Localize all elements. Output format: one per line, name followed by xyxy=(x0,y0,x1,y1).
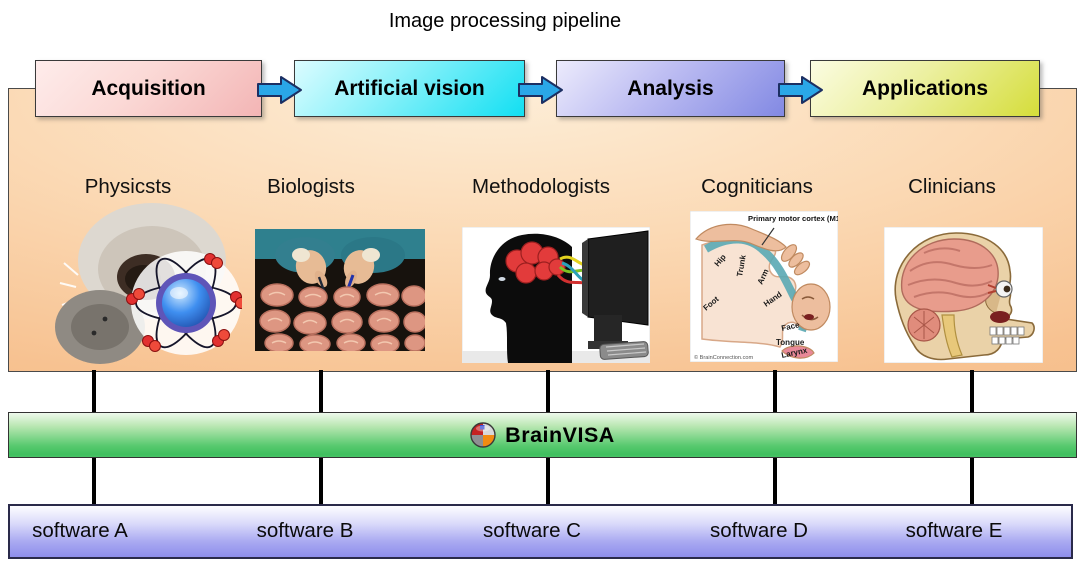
limbs xyxy=(694,223,831,359)
brain xyxy=(505,241,566,284)
profession-label-methodologists: Methodologists xyxy=(472,175,610,198)
stage-applications: Applications xyxy=(810,60,1040,117)
stage-analysis: Analysis xyxy=(556,60,785,117)
mouth-cavity xyxy=(990,311,1010,323)
face-features xyxy=(801,296,819,321)
connector-tick xyxy=(92,458,96,505)
flow-arrow-icon xyxy=(518,76,563,104)
eye xyxy=(498,277,506,281)
head-anatomy-image xyxy=(884,227,1043,363)
brainstem xyxy=(941,314,963,358)
brainvisa-label: BrainVISA xyxy=(505,422,615,447)
connector-tick xyxy=(92,370,96,413)
image-credit: © BrainConnection.com xyxy=(694,354,753,361)
connector-tick xyxy=(546,458,550,505)
stage-analysis-label: Analysis xyxy=(627,76,714,100)
stage-artificial-vision: Artificial vision xyxy=(294,60,525,117)
scanner-disk xyxy=(55,290,145,364)
head-computer-image xyxy=(462,227,650,363)
diagram-title: Image processing pipeline xyxy=(388,10,622,32)
stage-artificial-vision-label: Artificial vision xyxy=(334,76,485,100)
software-a-label: software A xyxy=(32,518,128,542)
profession-label-clinicians: Clinicians xyxy=(908,175,996,198)
brain-dissection-image xyxy=(255,229,425,351)
connector-tick xyxy=(773,370,777,413)
teeth xyxy=(989,326,1025,345)
region-trunk: Trunk xyxy=(735,254,748,278)
region-face: Face xyxy=(781,320,801,333)
region-tongue: Tongue xyxy=(776,338,805,347)
stage-acquisition: Acquisition xyxy=(35,60,262,117)
connector-tick xyxy=(773,458,777,505)
brainvisa-bar: BrainVISA xyxy=(8,412,1077,458)
profession-label-cogniticians: Cogniticians xyxy=(701,175,813,198)
brain xyxy=(900,238,999,358)
homunculus-caption: Primary motor cortex (M1) xyxy=(748,214,838,223)
stage-acquisition-label: Acquisition xyxy=(91,76,206,100)
profession-label-biologists: Biologists xyxy=(267,175,355,198)
connector-tick xyxy=(970,370,974,413)
connector-tick xyxy=(319,370,323,413)
monitor xyxy=(582,230,649,349)
connector-tick xyxy=(319,458,323,505)
slice-texture xyxy=(267,291,393,345)
atom-icon xyxy=(126,251,242,355)
software-c-label: software C xyxy=(483,518,581,542)
atom-model-image xyxy=(55,203,242,364)
brainvisa-logo-icon xyxy=(470,422,496,448)
electrons xyxy=(126,253,242,352)
connector-tick xyxy=(546,370,550,413)
brain-slices xyxy=(259,283,425,351)
eye xyxy=(987,280,1013,298)
flow-arrow-icon xyxy=(257,76,302,104)
profession-label-physicists: Physicsts xyxy=(84,175,172,198)
connector-tick xyxy=(970,458,974,505)
stage-applications-label: Applications xyxy=(861,76,988,100)
flow-arrow-icon xyxy=(778,76,823,104)
motor-homunculus-image: Primary motor cortex (M1) Hip Trunk Arm … xyxy=(690,211,838,362)
software-bar: software A software B software C softwar… xyxy=(8,504,1073,559)
software-b-label: software B xyxy=(256,518,354,542)
keyboard xyxy=(599,341,649,360)
software-e-label: software E xyxy=(905,518,1003,542)
hands xyxy=(292,248,380,288)
software-d-label: software D xyxy=(710,518,808,542)
